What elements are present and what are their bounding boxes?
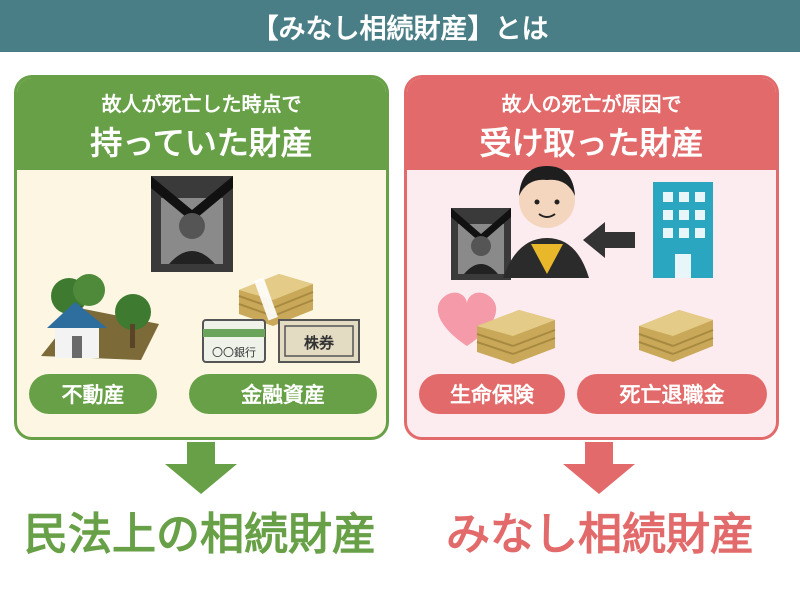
pill-financial-assets: 金融資産 xyxy=(189,374,377,414)
left-result-label: 民法上の相続財産 xyxy=(24,509,376,560)
bank-card-label: 〇〇銀行 xyxy=(212,345,256,359)
left-panel-header: 故人が死亡した時点で 持っていた財産 xyxy=(17,78,386,170)
arrow-left-icon xyxy=(583,222,635,258)
house-with-trees-icon xyxy=(41,274,159,360)
page-title: 【みなし相続財産】とは xyxy=(0,0,800,52)
stock-certificate-icon: 株券 xyxy=(278,319,360,363)
bank-card-icon: 〇〇銀行 xyxy=(202,319,266,363)
pill-real-estate-label: 不動産 xyxy=(61,383,125,407)
pill-death-retirement-allowance-label: 死亡退職金 xyxy=(619,383,725,407)
memorial-portrait-icon xyxy=(151,176,233,272)
pill-life-insurance: 生命保険 xyxy=(419,374,565,414)
beneficiary-person-icon xyxy=(503,166,589,278)
cash-stack-icon xyxy=(238,274,314,326)
pill-real-estate: 不動産 xyxy=(29,374,157,414)
right-result-label: みなし相続財産 xyxy=(446,509,754,560)
left-heading-line1: 故人が死亡した時点で xyxy=(101,92,302,116)
left-panel: 故人が死亡した時点で 持っていた財産 〇〇銀行 xyxy=(14,75,389,440)
memorial-portrait-icon xyxy=(451,208,511,280)
pill-financial-assets-label: 金融資産 xyxy=(241,383,325,407)
left-down-arrow-icon xyxy=(165,442,237,494)
right-down-arrow-icon xyxy=(563,442,635,494)
page-title-text: 【みなし相続財産】とは xyxy=(251,13,549,45)
left-illustration: 〇〇銀行 株券 xyxy=(41,176,360,363)
pill-life-insurance-label: 生命保険 xyxy=(450,383,534,407)
company-building-icon xyxy=(653,182,713,278)
right-heading-line2: 受け取った財産 xyxy=(479,124,704,162)
right-illustration xyxy=(437,166,714,364)
right-panel: 故人の死亡が原因で 受け取った財産 xyxy=(404,75,779,440)
left-heading-line2: 持っていた財産 xyxy=(90,124,313,162)
cash-stack-icon xyxy=(638,310,714,362)
stock-certificate-label: 株券 xyxy=(304,334,335,352)
right-heading-line1: 故人の死亡が原因で xyxy=(501,92,682,116)
right-panel-header: 故人の死亡が原因で 受け取った財産 xyxy=(407,78,776,170)
pill-death-retirement-allowance: 死亡退職金 xyxy=(577,374,767,414)
cash-stack-icon xyxy=(476,310,556,364)
